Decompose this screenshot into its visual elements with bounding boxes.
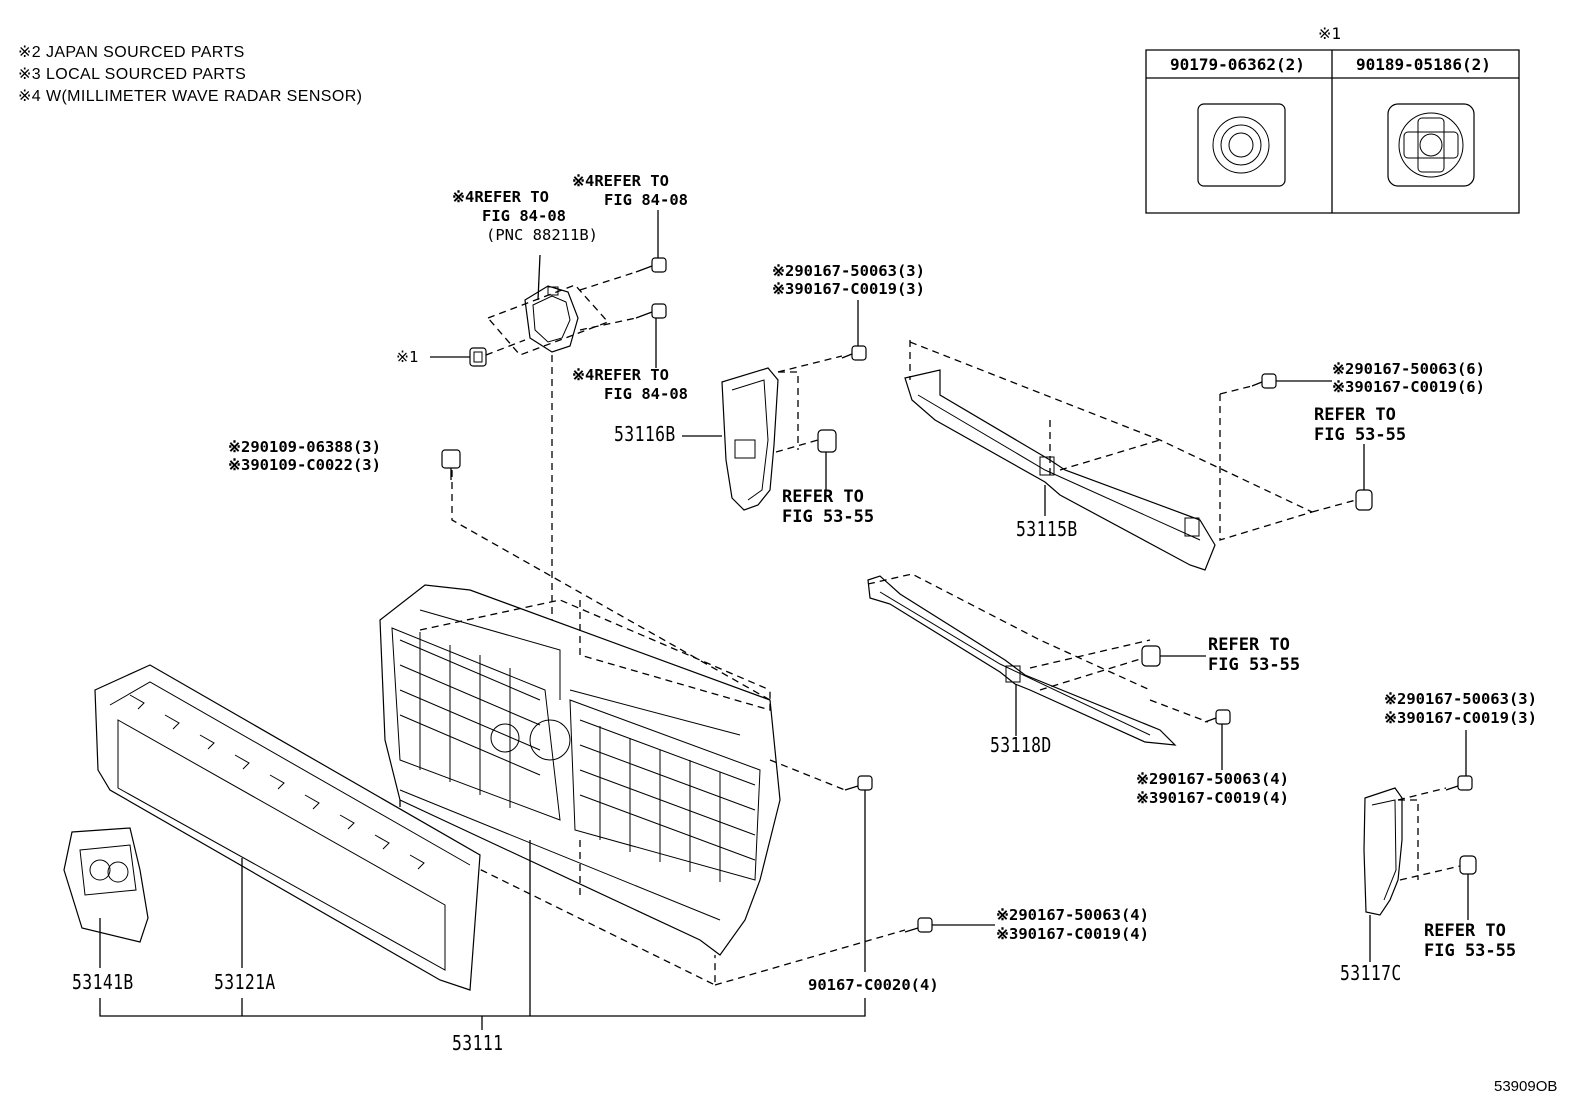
- ref-f-fig: FIG 53-55: [1208, 655, 1301, 675]
- ref-f: REFER TO: [1208, 635, 1290, 655]
- screw-b-local: ※390167-C0019(3): [772, 280, 925, 298]
- screw-f-jp: ※290167-50063(4): [996, 906, 1149, 924]
- clip-nut-icon: [1388, 104, 1474, 186]
- clip-icon: [1142, 646, 1160, 666]
- part-53118D: 53118D: [990, 733, 1052, 757]
- screw-icon: [845, 776, 872, 790]
- ref-g: REFER TO: [1424, 921, 1506, 941]
- inset-table: [1146, 50, 1519, 213]
- ref-d-fig: FIG 53-55: [1314, 425, 1407, 445]
- ref-sensor-c: ※4REFER TO: [572, 366, 669, 384]
- screw-c-local: ※390167-C0019(6): [1332, 378, 1485, 396]
- screw-b-jp: ※290167-50063(3): [772, 262, 925, 280]
- screw-icon: [842, 346, 866, 360]
- note-radar-sensor: ※4 W(MILLIMETER WAVE RADAR SENSOR): [18, 88, 363, 105]
- ref-sensor-a-pnc: (PNC 88211B): [486, 226, 598, 244]
- bolt-a-jp: ※290109-06388(3): [228, 438, 381, 456]
- support-53118D-icon: [868, 576, 1175, 745]
- part-53141B: 53141B: [72, 970, 134, 994]
- ref-sensor-b: ※4REFER TO: [572, 172, 669, 190]
- part-53121A: 53121A: [214, 970, 276, 994]
- note-local-sourced: ※3 LOCAL SOURCED PARTS: [18, 66, 247, 83]
- inset-marker: ※1: [1318, 24, 1342, 43]
- part-53111: 53111: [452, 1031, 504, 1055]
- sensor-bolt-icon: [636, 258, 666, 318]
- inset-col1-header: 90179-06362(2): [1170, 55, 1305, 74]
- ref-e-fig: FIG 53-55: [782, 507, 875, 527]
- part-53117C: 53117C: [1340, 961, 1402, 985]
- grille-frame-icon: [380, 585, 780, 955]
- part-53116B: 53116B: [614, 422, 676, 446]
- note-japan-sourced: ※2 JAPAN SOURCED PARTS: [18, 44, 245, 61]
- ref-sensor-a: ※4REFER TO: [452, 188, 549, 206]
- screw-e-local: ※390167-C0019(3): [1384, 709, 1537, 727]
- clip-icon: [818, 430, 836, 452]
- screw-f-local: ※390167-C0019(4): [996, 925, 1149, 943]
- bolt-icon: [442, 450, 460, 480]
- nut-icon: [1198, 104, 1285, 186]
- bracket-53117C-icon: [1364, 788, 1402, 915]
- clip-icon: [1460, 856, 1476, 874]
- screw-icon: [905, 918, 932, 932]
- ref-sensor-c-fig: FIG 84-08: [604, 385, 688, 403]
- screw-icon: [1252, 374, 1276, 388]
- bracket-53116B-icon: [722, 368, 778, 510]
- ref-g-fig: FIG 53-55: [1424, 941, 1517, 961]
- clip-icon: [1356, 490, 1372, 510]
- screw-c-jp: ※290167-50063(6): [1332, 360, 1485, 378]
- part-53115B: 53115B: [1016, 517, 1078, 541]
- ref-d: REFER TO: [1314, 405, 1396, 425]
- emblem-53141B-icon: [64, 828, 148, 942]
- screw-d-local: ※390167-C0019(4): [1136, 789, 1289, 807]
- ref-e: REFER TO: [782, 487, 864, 507]
- clip-1-icon: [470, 348, 486, 366]
- screw-d-jp: ※290167-50063(4): [1136, 770, 1289, 788]
- clip-1-label: ※1: [396, 348, 419, 366]
- grille-bar-53121A-icon: [95, 665, 480, 990]
- bolt-a-local: ※390109-C0022(3): [228, 456, 381, 474]
- inset-col2-header: 90189-05186(2): [1356, 55, 1491, 74]
- screw-icon: [1446, 776, 1472, 790]
- screw-g: 90167-C0020(4): [808, 976, 939, 994]
- figure-id: 53909OB: [1494, 1078, 1558, 1095]
- screw-icon: [1205, 710, 1230, 724]
- ref-sensor-a-fig: FIG 84-08: [482, 207, 566, 225]
- ref-sensor-b-fig: FIG 84-08: [604, 191, 688, 209]
- radar-sensor-icon: [525, 255, 578, 352]
- screw-e-jp: ※290167-50063(3): [1384, 690, 1537, 708]
